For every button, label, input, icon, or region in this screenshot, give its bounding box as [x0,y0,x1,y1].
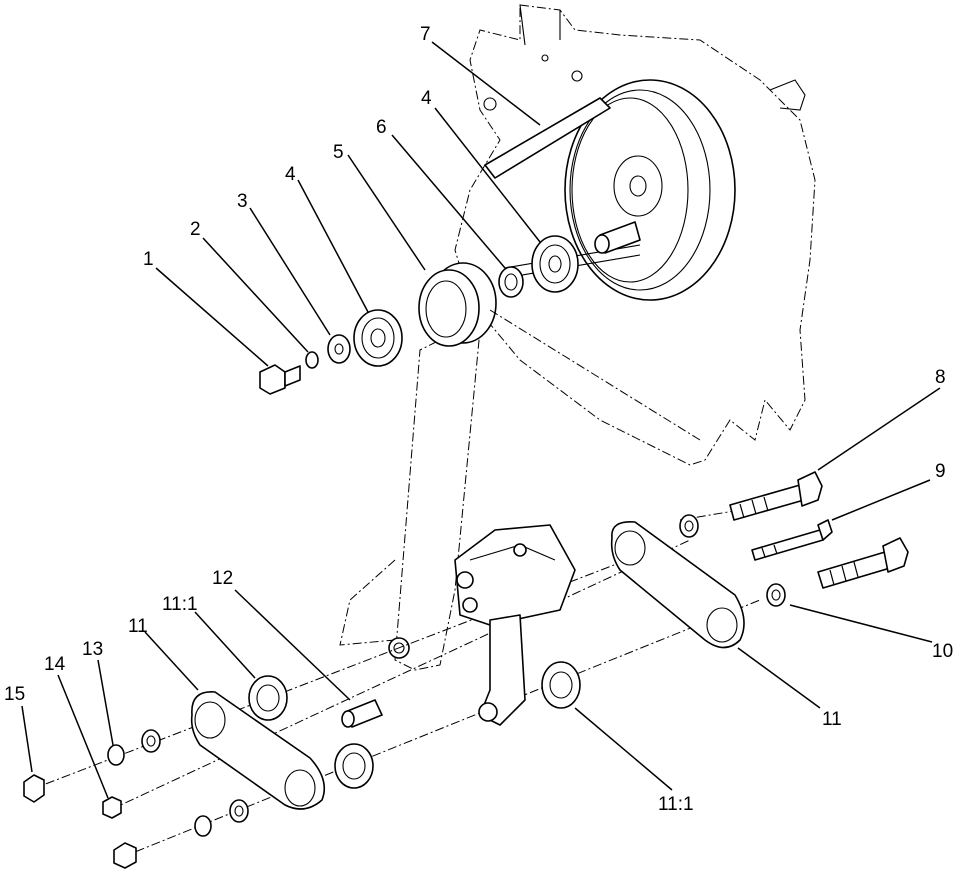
link-bearing-lower [334,743,374,789]
callout-9: 9 [935,461,946,482]
callout-15: 15 [4,684,25,705]
callout-6: 6 [376,117,387,138]
lock-washer [305,351,319,369]
link-plate-right [610,521,745,649]
flat-washer [327,334,351,364]
callout-1: 1 [143,249,154,270]
callout-14: 14 [44,654,66,675]
hex-bolt-small [259,364,301,395]
spacer-washer [498,266,524,298]
callout-3: 3 [237,191,248,212]
pulley-shaft [594,221,641,254]
washer-upper-right [679,514,699,538]
callout-11-left: 11 [128,616,148,637]
tensioner-bracket [454,524,576,726]
callout-11-right: 11 [822,709,842,730]
callout-10: 10 [932,641,953,662]
link-bearing-right [541,661,581,709]
callout-7: 7 [420,24,431,45]
callout-4-front: 4 [285,164,296,185]
link-bearing-upper [248,675,288,721]
callout-11-1-left: 11:1 [162,594,198,615]
bearing-front [353,309,403,367]
callout-11-1-right: 11:1 [658,794,694,815]
washer-13-upper [107,729,161,766]
hex-bolt-long [817,537,909,589]
belt-housing [454,4,816,466]
nut-14 [102,796,122,819]
callout-labels: 1 2 3 4 5 6 4 7 8 9 10 11 11 11:1 11:1 1… [4,24,953,815]
carriage-bolt-9 [751,519,833,561]
nut-15 [23,774,45,803]
washer-13-lower [194,799,249,837]
callout-5: 5 [333,142,344,163]
leader-lines [21,41,941,799]
callout-4-rear: 4 [421,88,432,109]
nut-lower [113,842,137,869]
hex-bolt-8 [729,471,823,521]
spacer-tube [341,699,383,728]
link-plate-left [190,691,326,810]
idler-pulley [418,262,497,347]
callout-13: 13 [82,639,103,660]
callout-8: 8 [935,367,946,388]
callout-12: 12 [212,568,233,589]
washer-10 [766,583,786,607]
bearing-rear [531,235,579,293]
callout-2: 2 [190,219,201,240]
idler-arm [339,329,481,671]
